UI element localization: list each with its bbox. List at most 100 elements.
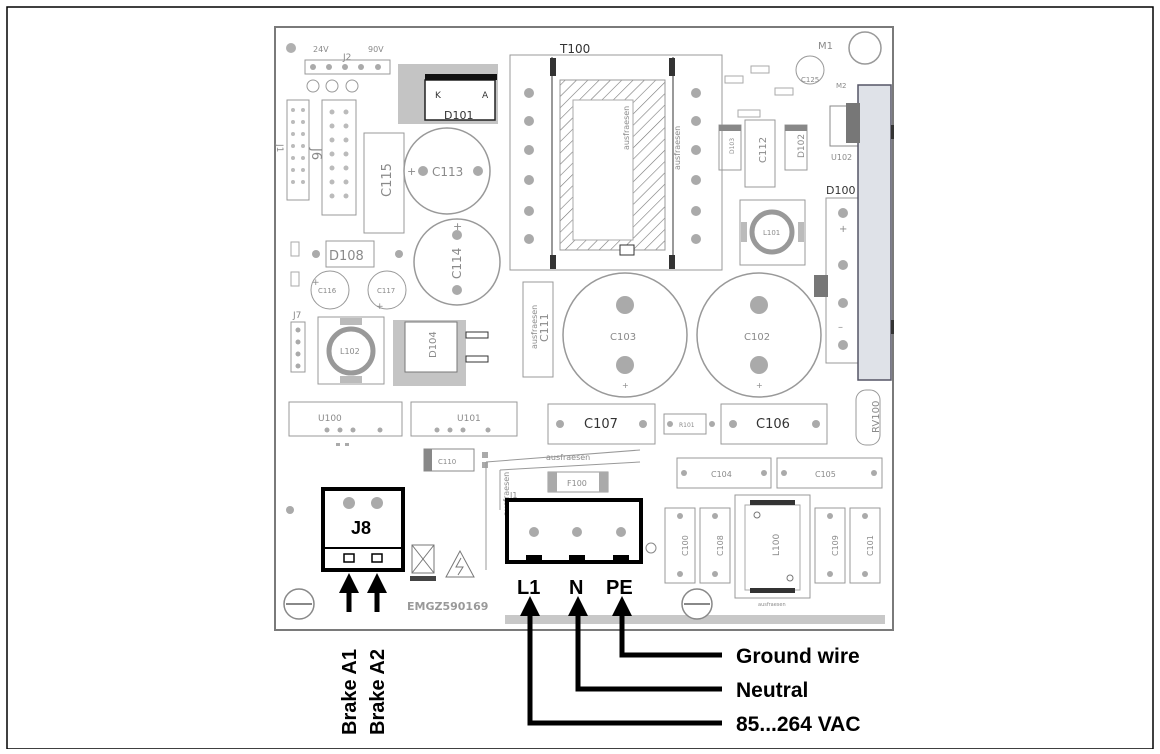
l102-clip-top: [340, 318, 362, 325]
mount-dot-left: [286, 506, 294, 514]
c110-band: [424, 449, 432, 471]
l102-clip-bottom: [340, 376, 362, 383]
capacitor-c108: [699, 507, 731, 584]
small-smd-u100: [336, 443, 349, 446]
label-serial: EMGZ590169: [407, 600, 488, 613]
capacitor-c125: [795, 55, 825, 85]
n-neutral-wire: [568, 596, 722, 692]
label-c116-plus: +: [312, 278, 320, 288]
t100-pins-right: [691, 88, 701, 244]
r101-pad-1: [667, 421, 673, 427]
label-c106: C106: [756, 417, 790, 432]
label-c113: C113: [432, 165, 463, 179]
c113-pad-2: [473, 166, 483, 176]
label-c104: C104: [711, 470, 732, 479]
u101-pins: [434, 427, 491, 433]
c108-pad-2: [712, 571, 718, 577]
label-c108: C108: [716, 535, 725, 556]
heatsink-tab-right-top: [891, 125, 894, 139]
label-u102: U102: [831, 153, 852, 162]
c105-pad-1: [781, 470, 787, 476]
small-ring-near-j1: [645, 542, 657, 554]
capacitor-c116: [310, 270, 350, 310]
label-ausfraesen-left: ausfraesen: [502, 472, 511, 516]
label-l101: L101: [763, 229, 780, 237]
c101-pad-2: [862, 571, 868, 577]
diode-d104-body: [404, 321, 458, 373]
label-r101: R101: [679, 422, 695, 429]
label-d100-minus: –: [838, 322, 843, 333]
label-rv100: RV100: [871, 401, 882, 433]
c114-pad-2: [452, 285, 462, 295]
mains-terminal-3: [613, 555, 629, 561]
mains-terminal-1: [526, 555, 542, 561]
c110-pad-1: [482, 452, 488, 458]
label-ausfraesen-l100: ausfraesen: [758, 602, 786, 608]
mill-line-1: [485, 449, 641, 463]
label-24v: 24V: [313, 45, 329, 54]
label-c116: C116: [318, 287, 337, 295]
j6-pins: [329, 109, 349, 199]
label-c115: C115: [380, 163, 395, 197]
mains-pin-2-pad: [572, 527, 582, 537]
mount-hole-top-right: [848, 31, 882, 65]
c107-pad-1: [556, 420, 564, 428]
label-c102-plus: +: [756, 381, 763, 390]
c107-pad-2: [639, 420, 647, 428]
c101-pad-1: [862, 513, 868, 519]
c105-pad-2: [871, 470, 877, 476]
label-t100: T100: [559, 42, 590, 56]
d108-pad-2: [395, 250, 403, 258]
label-c113-plus: +: [407, 165, 416, 178]
c103-pad-1: [616, 296, 634, 314]
pin-label-l1: L1: [517, 577, 540, 599]
ground-wire-label: Ground wire: [736, 645, 860, 668]
label-j1-mains: J1: [509, 491, 517, 500]
label-a: A: [482, 91, 489, 101]
j7-pins: [295, 327, 301, 369]
mains-pin-3-pad: [616, 527, 626, 537]
c102-pad-1: [750, 296, 768, 314]
label-d100: D100: [826, 184, 855, 197]
varistor-rv100: [855, 389, 881, 446]
label-u101: U101: [457, 414, 481, 424]
ic-u100: [288, 401, 403, 437]
label-f100: F100: [567, 479, 587, 488]
label-d102: D102: [797, 134, 807, 158]
pin-label-n: N: [569, 577, 583, 599]
label-d103: D103: [729, 138, 736, 154]
j7-header: [290, 321, 306, 373]
heatsink-clip-top: [846, 103, 860, 143]
c109-pad-2: [827, 571, 833, 577]
label-d108: D108: [329, 249, 364, 264]
label-k: K: [435, 91, 442, 101]
heatsink-tab-right-bottom: [891, 320, 894, 334]
c113-pad-1: [418, 166, 428, 176]
f100-cap-left: [548, 472, 557, 492]
capacitor-c105: [776, 457, 883, 489]
label-c125: C125: [801, 76, 819, 84]
capacitor-c109: [814, 507, 846, 584]
label-m1: M1: [818, 41, 833, 52]
capacitor-c114: [413, 218, 501, 306]
resistor-row-top: [306, 79, 359, 93]
j1-pins: [291, 108, 305, 184]
weee-bin-icon: [410, 544, 436, 581]
label-ausfraesen-c111: ausfraesen: [530, 305, 539, 349]
label-c117-plus: +: [376, 302, 384, 312]
brake-a2-label: Brake A2: [367, 649, 389, 735]
c114-pad-1: [452, 230, 462, 240]
d103-band: [719, 125, 741, 131]
capacitor-c104: [676, 457, 772, 489]
c102-pad-2: [750, 356, 768, 374]
capacitor-c102: [696, 272, 822, 398]
label-c114: C114: [450, 248, 464, 279]
capacitor-c111: [522, 281, 554, 378]
c108-pad-1: [712, 513, 718, 519]
label-c105: C105: [815, 470, 836, 479]
c106-pad-1: [729, 420, 737, 428]
c100-pad-1: [677, 513, 683, 519]
capacitor-c115: [363, 132, 405, 234]
j8-pin-1-pad: [343, 497, 355, 509]
label-c100: C100: [681, 535, 690, 556]
